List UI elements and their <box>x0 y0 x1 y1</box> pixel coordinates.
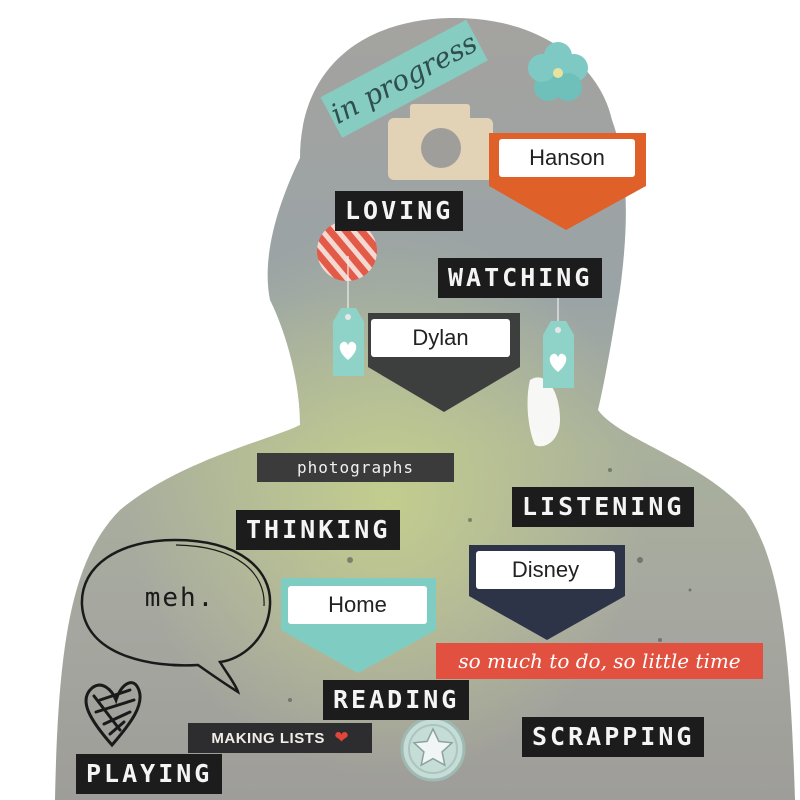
photographs-text: photographs <box>297 458 414 477</box>
word-playing: PLAYING <box>76 754 223 794</box>
banner-label-home: Home <box>288 586 427 624</box>
tag-right-heart-icon <box>543 270 574 388</box>
banner-label-hanson: Hanson <box>499 139 635 177</box>
banner-label-disney: Disney <box>476 551 615 589</box>
word-listening: LISTENING <box>512 487 695 527</box>
speech-text: meh. <box>144 583 216 613</box>
word-thinking: THINKING <box>236 510 401 550</box>
striped-circle <box>317 221 377 281</box>
making-lists-text: MAKING LISTS <box>211 730 325 747</box>
flower-icon <box>528 42 588 101</box>
heart-icon: ❤ <box>334 728 349 747</box>
camera-icon <box>388 104 493 180</box>
word-reading: READING <box>323 680 470 720</box>
word-scrapping: SCRAPPING <box>522 717 705 757</box>
washi-tape <box>320 19 488 138</box>
tag-left-heart-icon <box>333 256 364 376</box>
so-much-text: so much to do, so little time <box>458 649 741 673</box>
word-loving: LOVING <box>335 191 464 231</box>
photographs-strip <box>257 453 454 482</box>
star-brad-icon <box>400 716 466 782</box>
making-lists-label: MAKING LISTS ❤ <box>188 723 372 753</box>
speech-bubble <box>80 538 272 695</box>
banner-label-dylan: Dylan <box>371 319 510 357</box>
word-watching: WATCHING <box>438 258 603 298</box>
red-strip <box>436 643 763 679</box>
scribble-heart-icon <box>84 681 142 748</box>
making-lists-strip <box>188 723 372 753</box>
